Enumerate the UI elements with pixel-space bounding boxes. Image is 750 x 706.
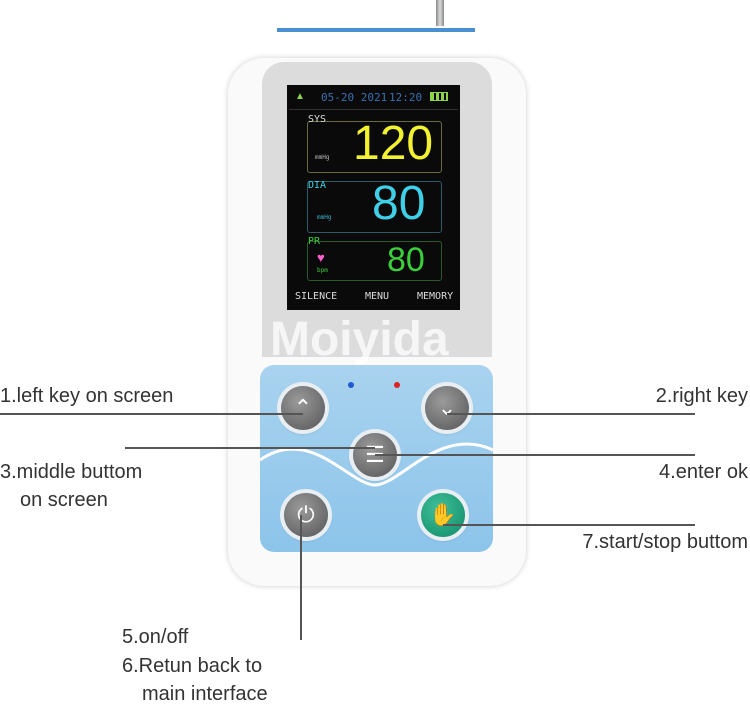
pr-label: PR — [308, 236, 321, 247]
label-enter: 4.enter ok — [659, 461, 748, 483]
battery-icon — [430, 92, 448, 101]
dia-value: 80 — [372, 177, 426, 230]
pr-value: 80 — [387, 241, 425, 279]
label-middle-1: 3.middle buttom — [0, 461, 143, 483]
leader-left-key — [0, 413, 303, 415]
power-key[interactable]: ⏻ — [284, 493, 328, 537]
label-start: 7.start/stop buttom — [582, 531, 748, 553]
sys-value: 120 — [353, 117, 434, 170]
softkey-silence: SILENCE — [295, 291, 338, 302]
cable — [436, 0, 444, 26]
indicator-red — [394, 382, 400, 388]
indicator-blue — [348, 382, 354, 388]
leader-start — [443, 524, 695, 526]
up-key[interactable]: ⌃ — [281, 386, 325, 430]
label-return-1: 6.Retun back to — [122, 655, 263, 677]
sys-label: SYS — [308, 114, 327, 125]
down-key[interactable]: ⌄ — [425, 386, 469, 430]
bell-icon: ▲ — [295, 91, 305, 102]
softkey-menu: MENU — [365, 291, 390, 302]
dia-label: DIA — [308, 180, 327, 191]
leader-right-key — [447, 413, 695, 415]
keypad-wave — [260, 442, 493, 487]
pr-unit: bpm — [317, 267, 328, 274]
leader-enter — [375, 454, 695, 456]
heart-icon: ♥ — [317, 250, 325, 265]
leader-power — [300, 515, 302, 640]
start-stop-key[interactable]: ✋ — [421, 493, 465, 537]
label-onoff: 5.on/off — [122, 626, 189, 648]
label-left-key: 1.left key on screen — [0, 385, 174, 407]
sys-unit: mmHg — [315, 154, 330, 161]
watermark: Moiyida — [270, 313, 449, 366]
pr-panel — [307, 241, 442, 281]
softkey-memory: MEMORY — [417, 291, 454, 302]
label-middle-2: on screen — [20, 489, 108, 511]
date: 05-20 2021 — [321, 91, 388, 104]
time: 12:20 — [389, 91, 423, 104]
sys-panel — [307, 121, 442, 173]
screen: ▲ 05-20 2021 12:20 SYS mmHg 120 DIA mmHg… — [287, 85, 460, 310]
cuff-edge — [277, 28, 475, 32]
dia-unit: mmHg — [317, 214, 332, 221]
label-right-key: 2.right key — [655, 385, 748, 407]
dia-panel — [307, 181, 442, 233]
leader-middle — [125, 447, 375, 449]
label-return-2: main interface — [142, 683, 268, 705]
